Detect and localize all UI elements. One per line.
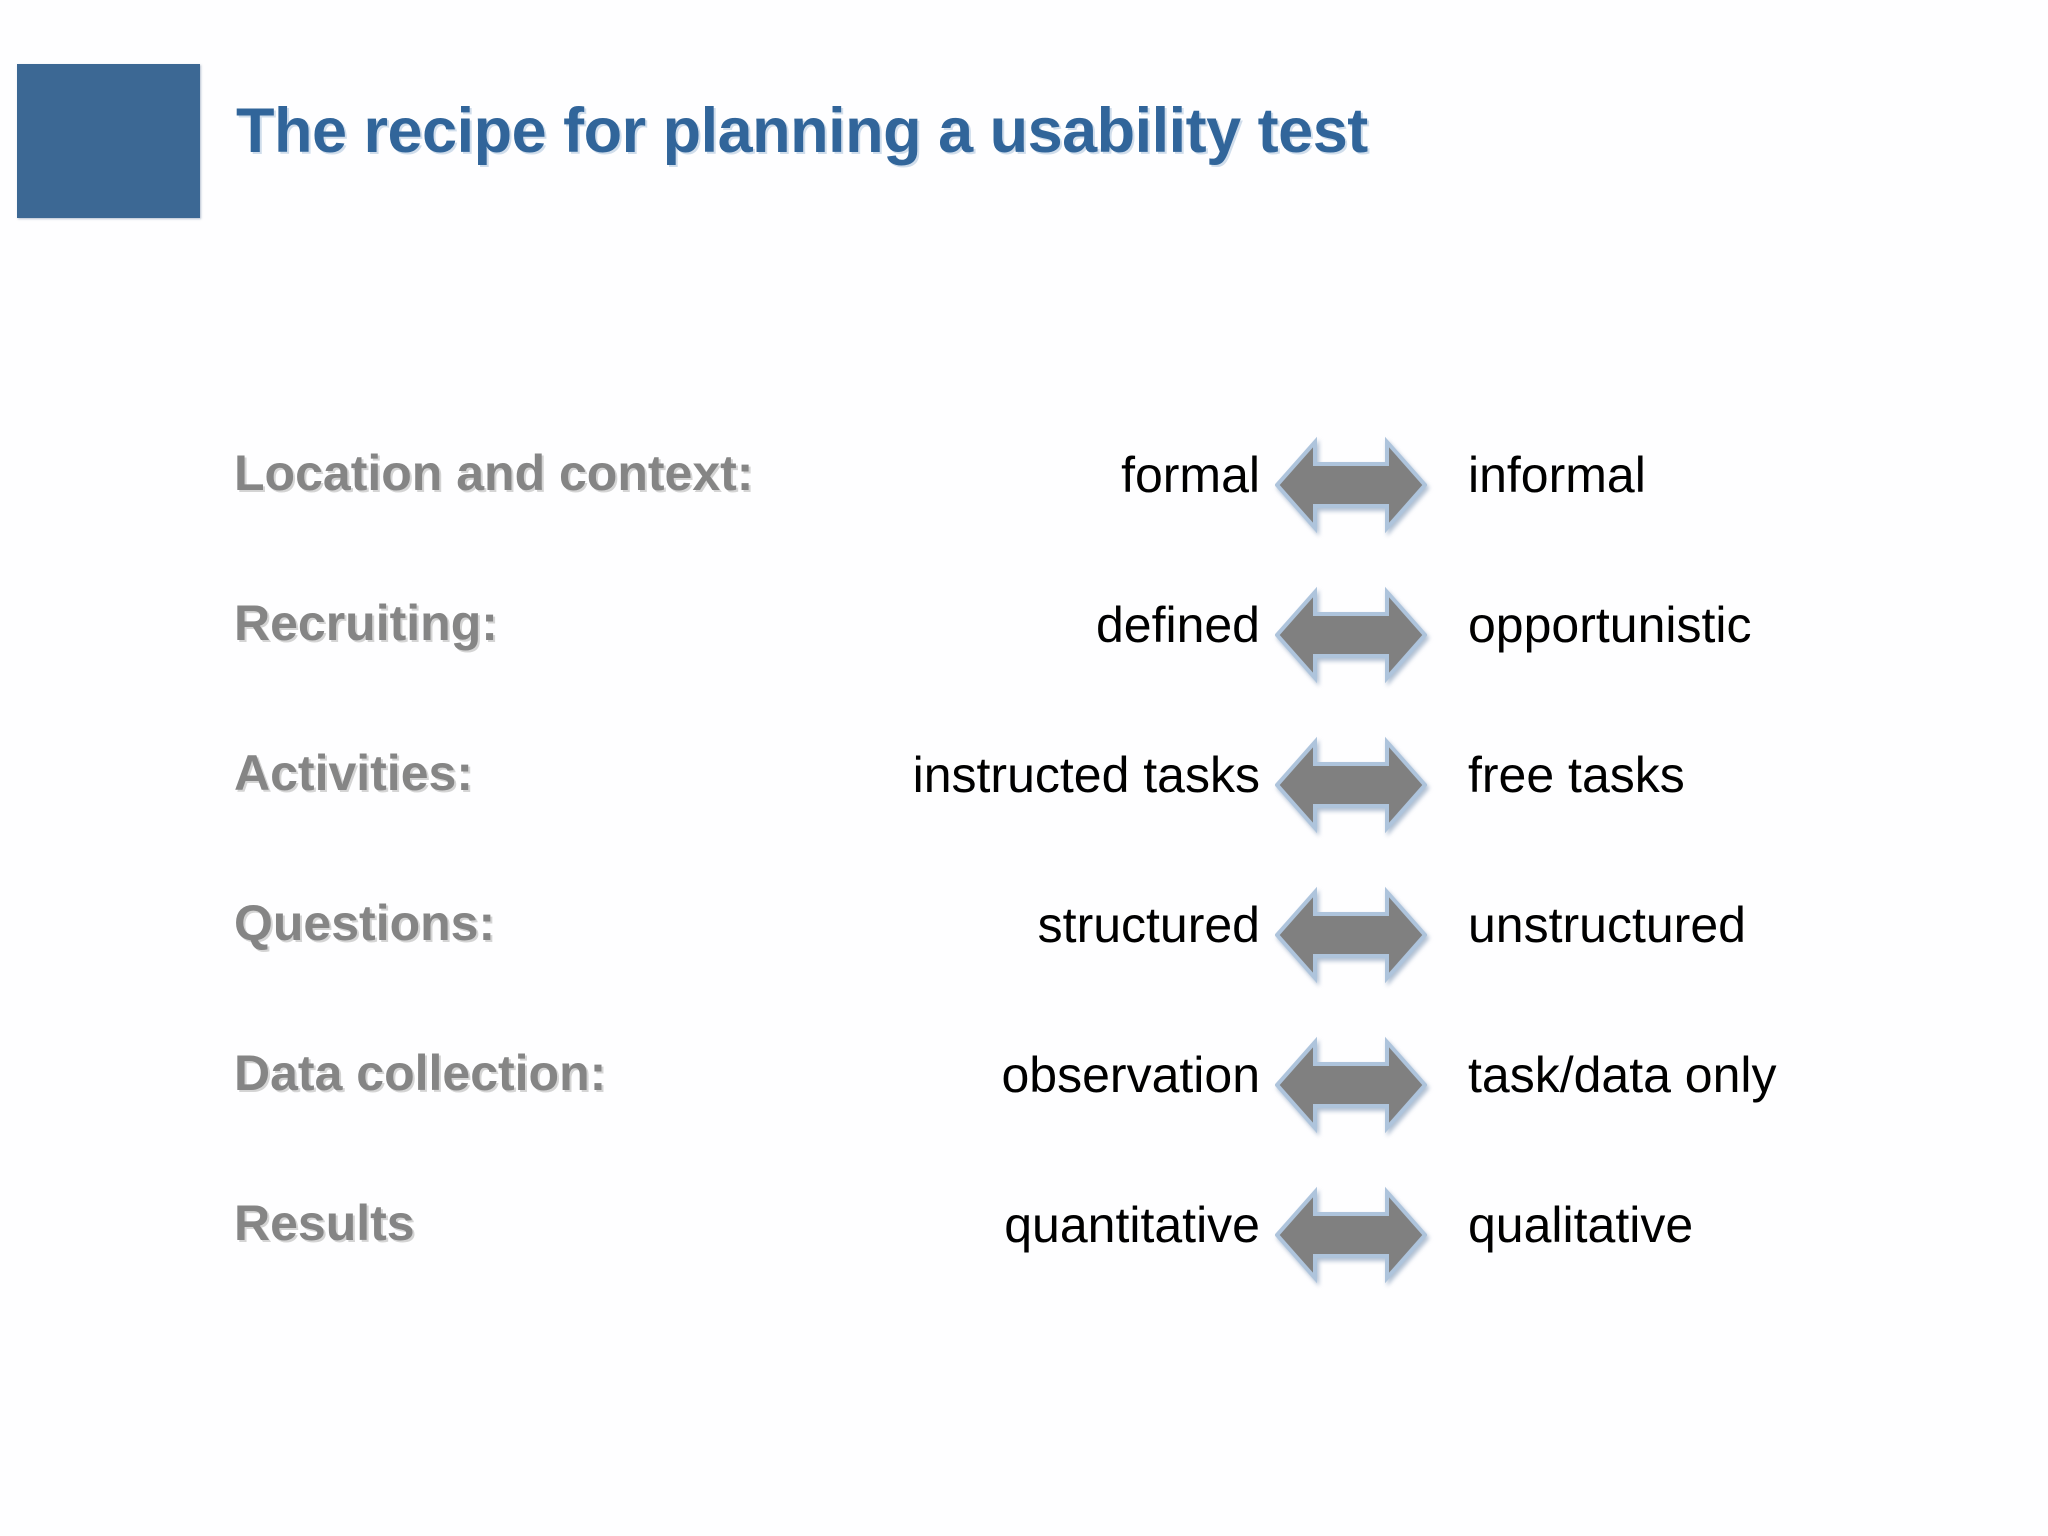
- double-headed-arrow-icon: [1275, 586, 1427, 684]
- row-left-value-quantitative: quantitative: [1004, 1197, 1260, 1253]
- double-headed-arrow-icon: [1275, 436, 1427, 534]
- row-label-results: Results: [234, 1195, 415, 1251]
- list-item: Activities: instructed tasks free tasks: [0, 732, 2048, 882]
- page-title: The recipe for planning a usability test: [236, 96, 1368, 166]
- title-accent-square: [17, 64, 200, 218]
- list-item: Results quantitative qualitative: [0, 1182, 2048, 1332]
- row-right-value-qualitative: qualitative: [1468, 1197, 1694, 1253]
- row-left-value-defined: defined: [1095, 597, 1260, 653]
- double-headed-arrow-icon: [1275, 1186, 1427, 1284]
- row-right-value-free-tasks: free tasks: [1468, 747, 1685, 803]
- list-item: Questions: structured unstructured: [0, 882, 2048, 1032]
- row-label-recruiting: Recruiting:: [234, 595, 498, 651]
- row-left-value-formal: formal: [1121, 447, 1260, 503]
- row-label-location-and-context: Location and context:: [234, 445, 754, 501]
- row-right-value-informal: informal: [1468, 447, 1646, 503]
- row-right-value-opportunistic: opportunistic: [1468, 597, 1752, 653]
- list-item: Location and context: formal informal: [0, 432, 2048, 582]
- row-left-value-structured: structured: [1037, 897, 1260, 953]
- double-headed-arrow-icon: [1275, 1036, 1427, 1134]
- row-label-data-collection: Data collection:: [234, 1045, 607, 1101]
- row-label-questions: Questions:: [234, 895, 496, 951]
- list-item: Data collection: observation task/data o…: [0, 1032, 2048, 1182]
- row-right-value-unstructured: unstructured: [1468, 897, 1746, 953]
- double-headed-arrow-icon: [1275, 736, 1427, 834]
- double-headed-arrow-icon: [1275, 886, 1427, 984]
- row-left-value-instructed-tasks: instructed tasks: [912, 747, 1260, 803]
- row-right-value-task-data-only: task/data only: [1468, 1047, 1777, 1103]
- recipe-dimension-list: Location and context: formal informal Re…: [0, 432, 2048, 1332]
- list-item: Recruiting: defined opportunistic: [0, 582, 2048, 732]
- row-left-value-observation: observation: [1001, 1047, 1261, 1103]
- row-label-activities: Activities:: [234, 745, 473, 801]
